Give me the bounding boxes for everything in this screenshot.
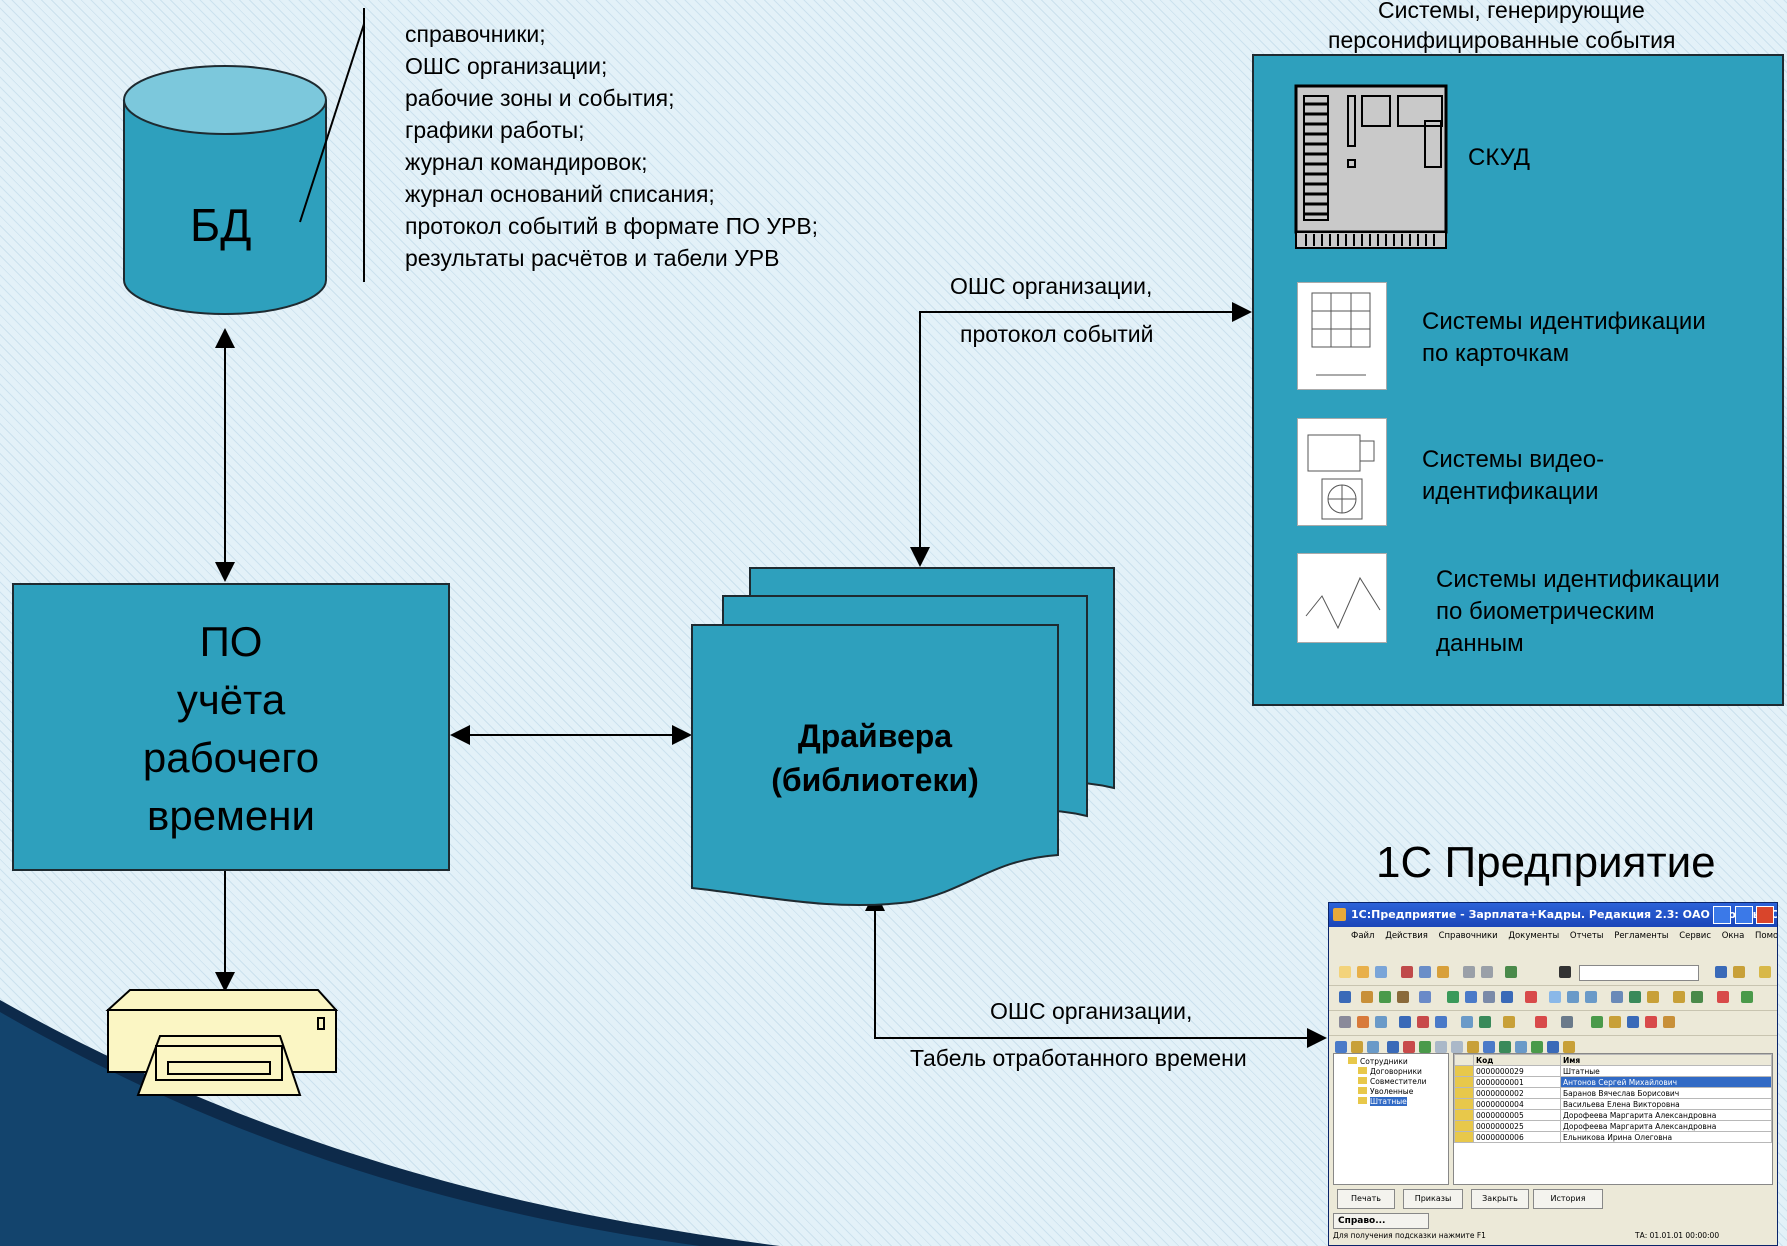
drivers-document-stack bbox=[691, 567, 1115, 907]
systems-title-line1: Системы, генерирующие bbox=[1378, 0, 1645, 23]
video-camera-icon bbox=[1297, 418, 1387, 526]
onec-title: 1С Предприятие bbox=[1376, 838, 1716, 887]
po-line: ПО bbox=[199, 618, 263, 665]
menu-item[interactable]: Документы bbox=[1508, 931, 1560, 941]
db-item: протокол событий в формате ПО УРВ; bbox=[405, 213, 819, 239]
cards-label: Системы идентификации по карточкам bbox=[1422, 306, 1706, 370]
taskbar-item[interactable]: Справо... bbox=[1333, 1213, 1429, 1229]
onec-tree[interactable]: Сотрудники Договорники Совместители Увол… bbox=[1333, 1053, 1449, 1185]
card-reader-icon bbox=[1297, 282, 1387, 390]
onec-window-titlebar: 1С:Предприятие - Зарплата+Кадры. Редакци… bbox=[1329, 903, 1777, 927]
db-label: БД bbox=[190, 199, 252, 251]
video-label-line: идентификации bbox=[1422, 478, 1599, 505]
tree-item[interactable]: Совместители bbox=[1334, 1076, 1448, 1086]
po-line: рабочего bbox=[142, 734, 320, 781]
onec-menubar: Файл Действия Справочники Документы Отче… bbox=[1329, 927, 1777, 945]
menu-item[interactable]: Окна bbox=[1721, 931, 1745, 941]
menu-item[interactable]: Справочники bbox=[1438, 931, 1498, 941]
status-hint: Для получения подсказки нажмите F1 bbox=[1333, 1231, 1486, 1240]
onec-toolbar-4[interactable] bbox=[1329, 1036, 1777, 1060]
cards-label-line: Системы идентификации bbox=[1422, 308, 1706, 335]
menu-item[interactable]: Регламенты bbox=[1614, 931, 1669, 941]
db-item: журнал командировок; bbox=[405, 149, 648, 175]
onec-spacer bbox=[1329, 945, 1777, 961]
db-item: графики работы; bbox=[405, 117, 585, 143]
menu-item[interactable]: Сервис bbox=[1679, 931, 1711, 941]
onec-window-title: 1С:Предприятие - Зарплата+Кадры. Редакци… bbox=[1351, 908, 1777, 921]
menu-item[interactable]: Отчеты bbox=[1569, 931, 1604, 941]
cards-label-line: по карточкам bbox=[1422, 340, 1570, 367]
printer-icon bbox=[105, 989, 339, 1096]
video-label-line: Системы видео- bbox=[1422, 446, 1605, 473]
menu-item[interactable]: Файл bbox=[1351, 931, 1375, 941]
db-item: результаты расчётов и табели УРВ bbox=[405, 245, 780, 271]
minimize-icon[interactable] bbox=[1713, 906, 1731, 924]
menu-item[interactable]: Действия bbox=[1385, 931, 1428, 941]
tree-item[interactable]: Уволенные bbox=[1334, 1086, 1448, 1096]
po-line: учёта bbox=[176, 676, 286, 723]
biometric-label-line: Системы идентификации bbox=[1436, 566, 1720, 593]
maximize-icon[interactable] bbox=[1735, 906, 1753, 924]
close-icon[interactable] bbox=[1756, 906, 1774, 924]
tree-item[interactable]: Договорники bbox=[1334, 1066, 1448, 1076]
column-header[interactable]: Код bbox=[1473, 1054, 1561, 1066]
db-item: журнал оснований списания; bbox=[405, 181, 715, 207]
tree-item[interactable]: Сотрудники bbox=[1334, 1054, 1448, 1066]
controller-board-icon bbox=[1294, 84, 1448, 249]
orders-button[interactable]: Приказы bbox=[1403, 1189, 1463, 1209]
onec-toolbar-3[interactable] bbox=[1329, 1011, 1777, 1036]
skud-label: СКУД bbox=[1468, 144, 1531, 171]
systems-drivers-arrow bbox=[910, 302, 1252, 567]
drivers-label: Драйвера (библиотеки) bbox=[692, 714, 1058, 802]
db-item: справочники; bbox=[405, 21, 546, 47]
drivers-line: Драйвера bbox=[797, 718, 953, 754]
column-header[interactable]: Имя bbox=[1560, 1054, 1772, 1066]
po-box: ПО учёта рабочего времени bbox=[12, 583, 450, 871]
systems-title-line2: персонифицированные события bbox=[1328, 27, 1676, 53]
link-systems-line1: ОШС организации, bbox=[950, 273, 1153, 299]
status-time: ТА: 01.01.01 00:00:00 bbox=[1635, 1231, 1720, 1240]
menu-item[interactable]: Помощь bbox=[1755, 931, 1778, 941]
print-button[interactable]: Печать bbox=[1337, 1189, 1395, 1209]
db-item: рабочие зоны и события; bbox=[405, 85, 675, 111]
link-1c-line2: Табель отработанного времени bbox=[910, 1045, 1247, 1071]
db-item: ОШС организации; bbox=[405, 53, 608, 79]
link-1c-line1: ОШС организации, bbox=[990, 998, 1193, 1024]
controller-port-icon bbox=[1424, 120, 1442, 168]
decorative-wedge-highlight bbox=[0, 1012, 700, 1246]
close-button[interactable]: Закрыть bbox=[1471, 1189, 1529, 1209]
biometric-label-line: по биометрическим bbox=[1436, 598, 1655, 625]
drivers-1c-arrow bbox=[865, 891, 1327, 1048]
search-input[interactable] bbox=[1579, 965, 1699, 981]
drivers-line: (библиотеки) bbox=[771, 762, 979, 798]
biometric-signal-icon bbox=[1297, 553, 1387, 643]
video-label: Системы видео- идентификации bbox=[1422, 444, 1604, 508]
tree-item-selected[interactable]: Штатные bbox=[1334, 1096, 1448, 1106]
onec-window: 1С:Предприятие - Зарплата+Кадры. Редакци… bbox=[1328, 902, 1778, 1246]
app-logo-icon bbox=[1333, 908, 1346, 921]
biometric-label: Системы идентификации по биометрическим … bbox=[1436, 564, 1720, 660]
onec-toolbar-1[interactable] bbox=[1329, 961, 1777, 986]
history-button[interactable]: История bbox=[1533, 1189, 1603, 1209]
po-line: времени bbox=[147, 792, 315, 839]
db-callout-line bbox=[299, 23, 365, 223]
database-cylinder bbox=[123, 65, 327, 315]
onec-toolbar-2[interactable] bbox=[1329, 986, 1777, 1011]
link-systems-line2: протокол событий bbox=[960, 321, 1154, 347]
biometric-label-line: данным bbox=[1436, 630, 1524, 657]
db-contents-list: справочники; ОШС организации; рабочие зо… bbox=[405, 18, 818, 274]
